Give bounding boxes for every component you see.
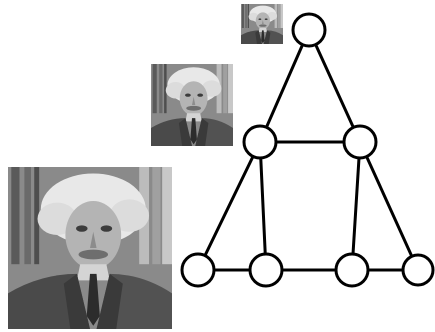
edge-n0-n1a xyxy=(258,28,311,144)
tree-node-level1-right xyxy=(342,124,378,160)
edge-n1b-n2c xyxy=(350,140,362,272)
pyramid-image-fine xyxy=(8,167,172,329)
tree-node-level2-4 xyxy=(401,253,435,287)
tree-node-level1-left xyxy=(242,124,278,160)
tree-node-level2-3 xyxy=(334,252,370,288)
edge-n1a-n2b xyxy=(258,140,268,272)
tree-nodes xyxy=(180,12,435,288)
pyramid-image-middle xyxy=(151,64,233,146)
edge-n1b-n2d xyxy=(358,140,420,272)
edge-n0-n1b xyxy=(307,28,362,144)
tree-node-root xyxy=(291,12,327,48)
tree-node-level2-2 xyxy=(248,252,284,288)
tree-node-level2-1 xyxy=(180,252,216,288)
edge-n1a-n2a xyxy=(196,140,262,272)
pyramid-image-coarse xyxy=(241,4,283,44)
